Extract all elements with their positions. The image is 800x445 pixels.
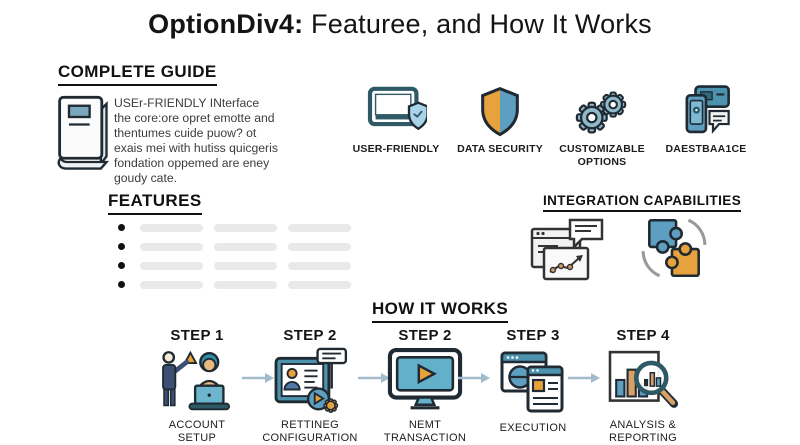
placeholder-bar [214, 261, 277, 270]
bullet-icon [118, 281, 125, 288]
video-player-icon [387, 348, 463, 410]
step-label: ANALYSIS & REPORTING [609, 419, 677, 444]
feature-placeholder-row [118, 241, 362, 252]
step-analysis-reporting: STEP 4 ANALYSIS & REPORTING [588, 327, 698, 445]
integration-heading: INTEGRATION CAPABILITIES [543, 193, 742, 212]
bullet-icon [118, 224, 125, 231]
feature-badge-user-friendly: USER-FRIENDLY [343, 84, 449, 156]
step-label: RETTINEG CONFIGURATION [262, 419, 358, 444]
step-rettineg-configuration: STEP 2 RETTINEG CONFIGURA [255, 327, 365, 445]
puzzle-icon [641, 218, 707, 278]
book-icon [57, 95, 110, 170]
guide-text-line: goudy cate. [114, 171, 178, 185]
features-heading: FEATURES [108, 191, 202, 215]
feature-placeholder-row [118, 279, 362, 290]
step-label: ACCOUNT SETUP [168, 419, 226, 444]
complete-guide-heading: COMPLETE GUIDE [58, 62, 217, 86]
placeholder-bar [140, 242, 203, 251]
flow-arrow-icon [242, 373, 274, 383]
feature-placeholder-row [118, 260, 362, 271]
page-title: OptionDiv4: Featuree, and How It Works [0, 9, 800, 40]
chart-windows-icon [530, 218, 604, 281]
placeholder-bar [288, 223, 351, 232]
placeholder-bar [288, 261, 351, 270]
monitor-shield-icon [367, 86, 427, 131]
chart-magnifier-icon [608, 350, 679, 408]
step-number: STEP 2 [283, 327, 337, 344]
feature-placeholder-row [118, 222, 362, 233]
flow-arrow-icon [358, 373, 390, 383]
feature-badge-daestbaa1ce: DAESTBAA1CE [652, 84, 760, 156]
placeholder-bar [214, 223, 277, 232]
step-label: EXECUTION [499, 422, 567, 434]
guide-text-line: exais mei with hutiss quicgeris [114, 141, 278, 155]
feature-badge-customizable-options: CUSTOMIZABLE OPTIONS [547, 84, 657, 168]
feature-badge-label: USER-FRIENDLY [352, 143, 440, 155]
placeholder-bar [140, 261, 203, 270]
step-execution: STEP 3 EXECUTION [478, 327, 588, 434]
bullet-icon [118, 243, 125, 250]
guide-text-line: fondation oppemed are eney [114, 156, 270, 170]
step-account-setup: STEP 1 ACCOUNT SETUP [142, 327, 252, 445]
guide-text-line: the core:ore opret emotte and [114, 111, 275, 125]
step-number: STEP 3 [506, 327, 560, 344]
page-title-brand: OptionDiv4: [148, 9, 304, 39]
how-it-works-heading: HOW IT WORKS [372, 299, 509, 323]
phone-chat-icon [685, 85, 730, 134]
flow-arrow-icon [458, 373, 490, 383]
feature-badge-label: DATA SECURITY [457, 143, 543, 155]
feature-badge-label: DAESTBAA1CE [665, 143, 747, 155]
page-title-rest: Featuree, and How It Works [303, 9, 652, 39]
placeholder-bar [288, 242, 351, 251]
id-card-icon [274, 347, 348, 413]
guide-text-line: thentumes cuide puow? ot [114, 126, 257, 140]
feature-badge-data-security: DATA SECURITY [450, 84, 550, 156]
placeholder-bar [140, 223, 203, 232]
complete-guide-text: USEr-FRIENDLY INterface the core:ore opr… [114, 96, 319, 186]
shield-icon [481, 86, 519, 137]
step-label: NEMT TRANSACTION [383, 419, 467, 444]
people-icon [162, 350, 230, 411]
flow-arrow-icon [568, 373, 600, 383]
features-placeholder-list [118, 222, 362, 298]
feature-badge-label: CUSTOMIZABLE OPTIONS [559, 143, 645, 168]
browser-windows-icon [500, 351, 564, 413]
step-number: STEP 4 [616, 327, 670, 344]
placeholder-bar [288, 280, 351, 289]
placeholder-bar [214, 280, 277, 289]
gears-icon [575, 91, 627, 134]
step-number: STEP 2 [398, 327, 452, 344]
step-number: STEP 1 [170, 327, 224, 344]
placeholder-bar [140, 280, 203, 289]
bullet-icon [118, 262, 125, 269]
guide-text-line: USEr-FRIENDLY INterface [114, 96, 260, 110]
placeholder-bar [214, 242, 277, 251]
step-nemt-transaction: STEP 2 NEMT TRANSACTION [370, 327, 480, 445]
